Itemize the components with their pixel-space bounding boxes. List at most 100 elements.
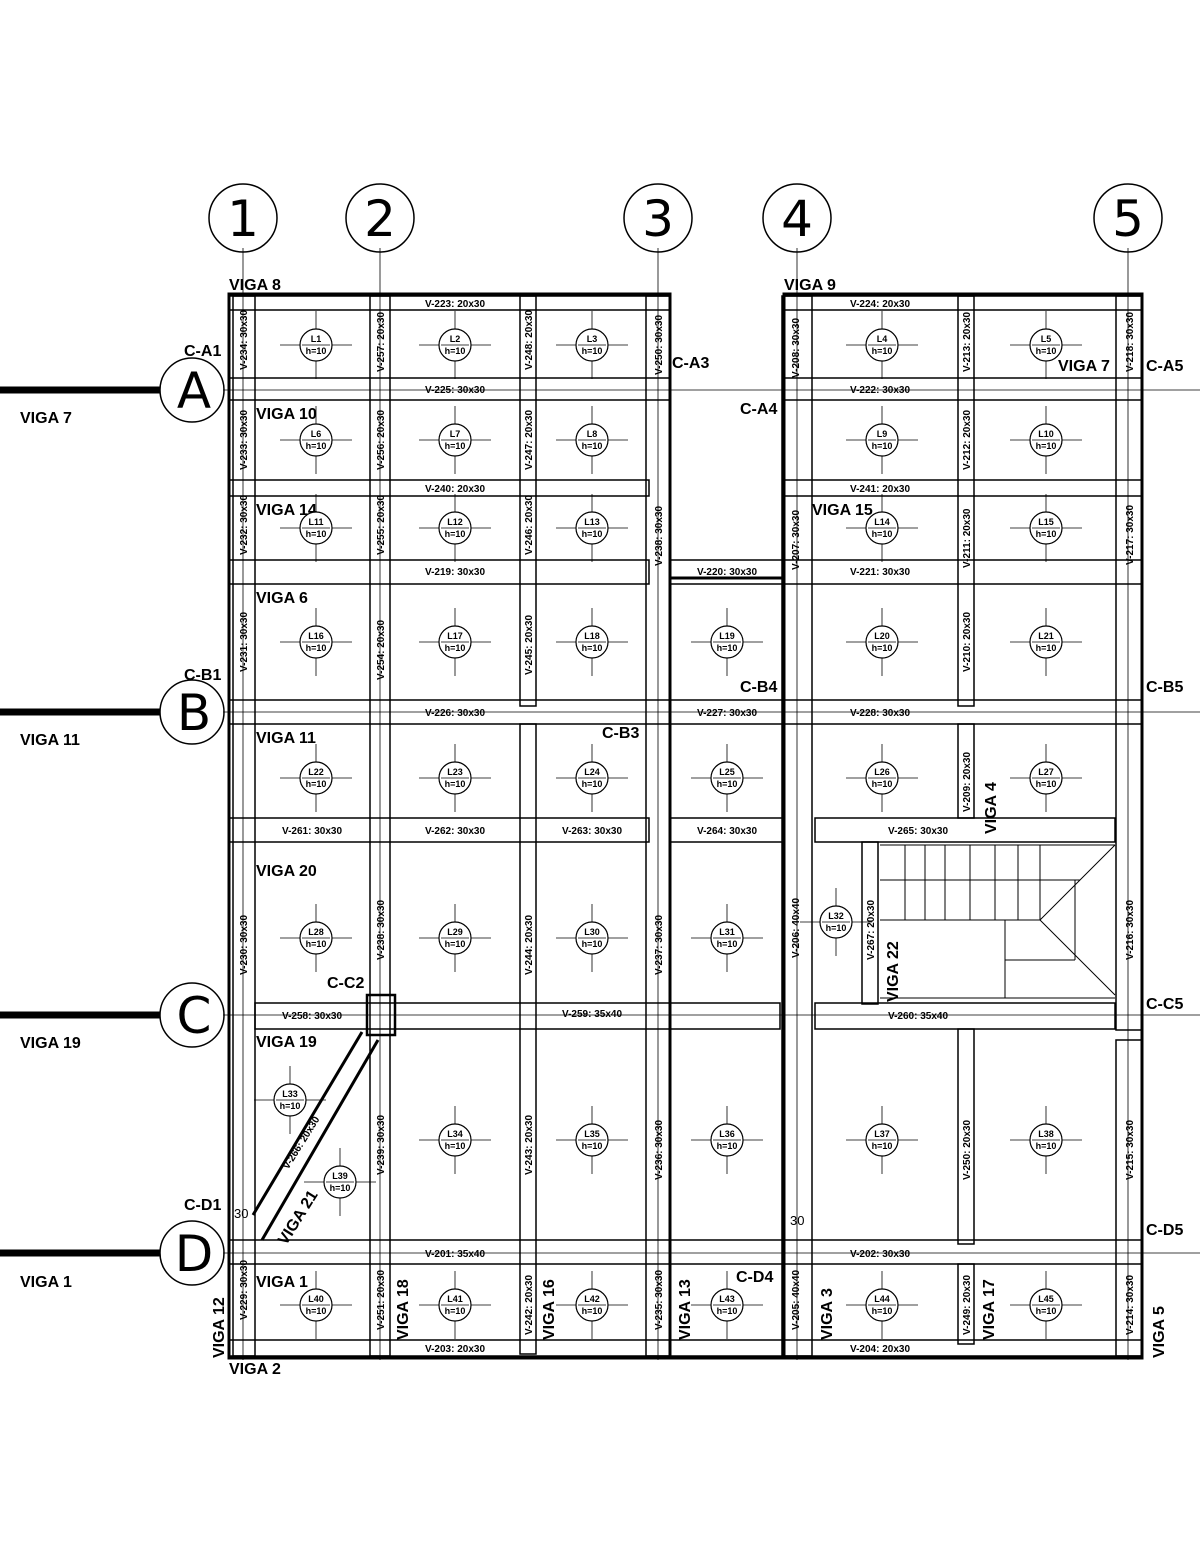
- viga-label: VIGA 17: [981, 1279, 998, 1340]
- slab-id: L34: [447, 1129, 463, 1139]
- slab-thickness: h=10: [582, 939, 603, 949]
- axis-label-c: C: [177, 987, 212, 1045]
- beam-mark: V-214: 30x30: [1125, 1275, 1136, 1335]
- slab-thickness: h=10: [872, 529, 893, 539]
- viga-label: VIGA 6: [256, 590, 308, 607]
- slab-id: L41: [447, 1294, 463, 1304]
- beam-mark: V-230: 30x30: [239, 915, 250, 975]
- beam-mark: V-240: 20x30: [425, 484, 485, 495]
- left-beam-stubs: [0, 386, 160, 1257]
- beam-mark: V-227: 30x30: [697, 708, 757, 719]
- column-label: C-D5: [1146, 1222, 1183, 1239]
- slab-marker: L21 h=10: [1010, 608, 1082, 676]
- viga-label: VIGA 3: [819, 1288, 836, 1340]
- beam-mark: V-259: 35x40: [562, 1009, 622, 1020]
- axis-labels: 1 2 3 4 5 A B C D: [175, 190, 1144, 1283]
- axis-bubbles: [159, 183, 1163, 1286]
- slab-id: L27: [1038, 767, 1054, 777]
- slab-id: L15: [1038, 517, 1054, 527]
- stair: [880, 844, 1116, 999]
- slab-id: L21: [1038, 631, 1054, 641]
- slab-thickness: h=10: [306, 441, 327, 451]
- axis-bubble-3: [623, 183, 693, 253]
- horizontal-beams: [228, 295, 1143, 1357]
- beam-mark: V-229: 30x30: [239, 1260, 250, 1320]
- slab-thickness: h=10: [445, 939, 466, 949]
- slab-thickness: h=10: [582, 441, 603, 451]
- slab-thickness: h=10: [445, 1306, 466, 1316]
- slab-thickness: h=10: [1036, 346, 1057, 356]
- slab-thickness: h=10: [306, 529, 327, 539]
- slab-id: L26: [874, 767, 890, 777]
- beam-mark: V-215: 30x30: [1125, 1120, 1136, 1180]
- slab-thickness: h=10: [306, 939, 327, 949]
- axis-bubble-2: [345, 183, 415, 253]
- viga-label: VIGA 15: [812, 502, 873, 519]
- slab-id: L14: [874, 517, 890, 527]
- viga-label: VIGA 16: [541, 1279, 558, 1340]
- slab-id: L32: [828, 911, 844, 921]
- viga-label: VIGA 11: [256, 730, 316, 747]
- slab-thickness: h=10: [582, 346, 603, 356]
- beam-mark: V-247: 20x30: [524, 410, 535, 470]
- slab-marker: L1h=10: [280, 311, 352, 379]
- beam-mark: V-207: 30x30: [791, 510, 802, 570]
- beam-marks-horizontal: V-223: 20x30 V-224: 20x30 V-225: 30x30 V…: [282, 299, 948, 1355]
- column-labels: C-A1 C-A3 C-A4 C-A5 C-B1 C-B3 C-B4 C-B5 …: [184, 343, 1183, 1286]
- axis-label-3: 3: [642, 190, 674, 248]
- beam-mark: V-204: 20x30: [850, 1344, 910, 1355]
- slab-id: L18: [584, 631, 600, 641]
- beam-mark: V-239: 30x30: [376, 1115, 387, 1175]
- beam-mark: V-260: 35x40: [888, 1011, 948, 1022]
- slab-thickness: h=10: [1036, 643, 1057, 653]
- viga-label: VIGA 11: [20, 732, 80, 749]
- beam-mark: V-238: 30x30: [376, 900, 387, 960]
- viga-label: VIGA 20: [256, 863, 317, 880]
- slab-thickness: h=10: [717, 643, 738, 653]
- beam-mark: V-257: 20x30: [376, 312, 387, 372]
- slab-id: L24: [584, 767, 600, 777]
- beam-mark: V-228: 30x30: [850, 708, 910, 719]
- slab-id: L35: [584, 1129, 600, 1139]
- beam-mark: V-255: 20x30: [376, 495, 387, 555]
- slab-id: L30: [584, 927, 600, 937]
- slab-marker: L41 h=10: [419, 1271, 491, 1339]
- column-label: C-A5: [1146, 358, 1183, 375]
- beam-mark: V-211: 20x30: [962, 508, 973, 568]
- slab-thickness: h=10: [306, 1306, 327, 1316]
- slab-id: L39: [332, 1171, 348, 1181]
- beam-mark: V-218: 30x30: [1125, 312, 1136, 372]
- beam-mark: V-246: 20x30: [524, 495, 535, 555]
- viga-label: VIGA 7: [1058, 358, 1110, 375]
- beam-mark: V-242: 20x30: [524, 1275, 535, 1335]
- beam-mark: V-234: 30x30: [239, 310, 250, 370]
- beam-mark: V-203: 20x30: [425, 1344, 485, 1355]
- beam-mark: V-249: 20x30: [962, 1275, 973, 1335]
- column-label: C-B3: [602, 725, 639, 742]
- beam-mark: V-266: 20x30: [281, 1114, 322, 1171]
- beam-mark: V-233: 30x30: [239, 410, 250, 470]
- slab-thickness: h=10: [1036, 441, 1057, 451]
- slab-id: L4: [877, 334, 888, 344]
- perimeter: [227, 292, 1144, 1360]
- column-label: C-D1: [184, 1197, 221, 1214]
- beam-mark: V-258: 30x30: [282, 1011, 342, 1022]
- beam-mark: V-223: 20x30: [425, 299, 485, 310]
- dimension-mark: 30: [790, 1213, 804, 1228]
- beam-mark: V-206: 40x40: [791, 898, 802, 958]
- slab-marker: L5h=10: [1010, 311, 1082, 379]
- axis-bubble-4: [762, 183, 832, 253]
- viga-label: VIGA 12: [211, 1297, 228, 1358]
- slab-id: L17: [447, 631, 463, 641]
